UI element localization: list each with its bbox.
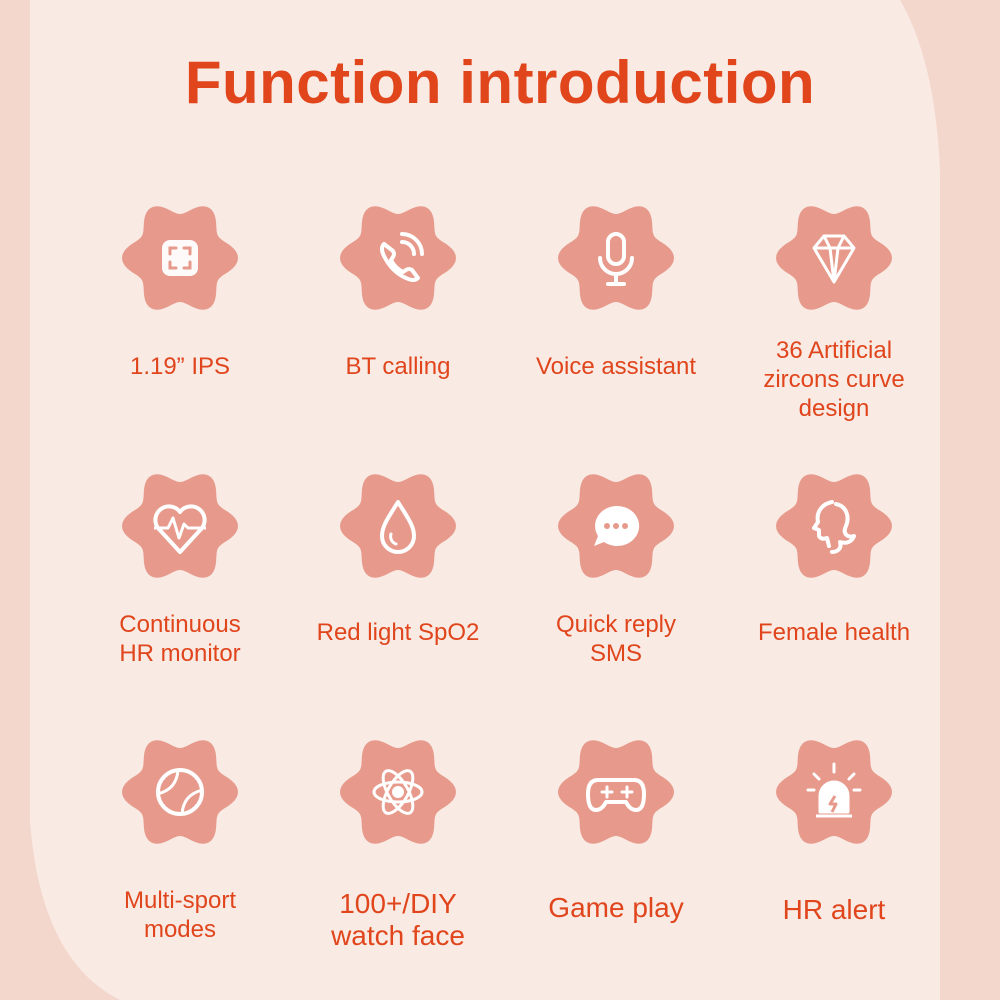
feature-label: Game play <box>548 892 684 923</box>
feature-badge <box>120 198 240 318</box>
feature-label: BT calling <box>345 353 451 380</box>
feature-badge <box>774 732 894 852</box>
feature-badge <box>774 198 894 318</box>
chat-bubble-icon <box>558 474 674 578</box>
atom-icon <box>340 740 456 844</box>
page-title: Function introduction <box>184 49 816 116</box>
microphone-icon <box>558 206 674 310</box>
feature-item: 1.19” IPS <box>70 198 290 458</box>
feature-badge <box>556 466 676 586</box>
feature-badge <box>120 466 240 586</box>
feature-label: Voice assistant <box>535 353 697 380</box>
feature-label: Female health <box>757 619 911 646</box>
feature-label: HR alert <box>782 894 886 925</box>
heart-pulse-icon <box>122 474 238 578</box>
feature-label: Red light SpO2 <box>316 619 480 646</box>
feature-item: Red light SpO2 <box>288 466 508 726</box>
feature-badge <box>338 466 458 586</box>
feature-badge <box>556 198 676 318</box>
feature-badge <box>120 732 240 852</box>
feature-badge <box>774 466 894 586</box>
feature-badge <box>338 198 458 318</box>
tennis-ball-icon <box>122 740 238 844</box>
feature-item: HR alert <box>724 732 944 992</box>
feature-item: Voice assistant <box>506 198 726 458</box>
feature-item: Female health <box>724 466 944 726</box>
phone-call-icon <box>340 206 456 310</box>
feature-badge <box>556 732 676 852</box>
diamond-icon <box>776 206 892 310</box>
blood-drop-icon <box>340 474 456 578</box>
feature-item: BT calling <box>288 198 508 458</box>
gamepad-icon <box>558 740 674 844</box>
screen-frame-icon <box>122 206 238 310</box>
alarm-light-icon <box>776 740 892 844</box>
feature-label: 1.19” IPS <box>129 353 231 380</box>
feature-badge <box>338 732 458 852</box>
feature-item: Game play <box>506 732 726 992</box>
female-profile-icon <box>776 474 892 578</box>
